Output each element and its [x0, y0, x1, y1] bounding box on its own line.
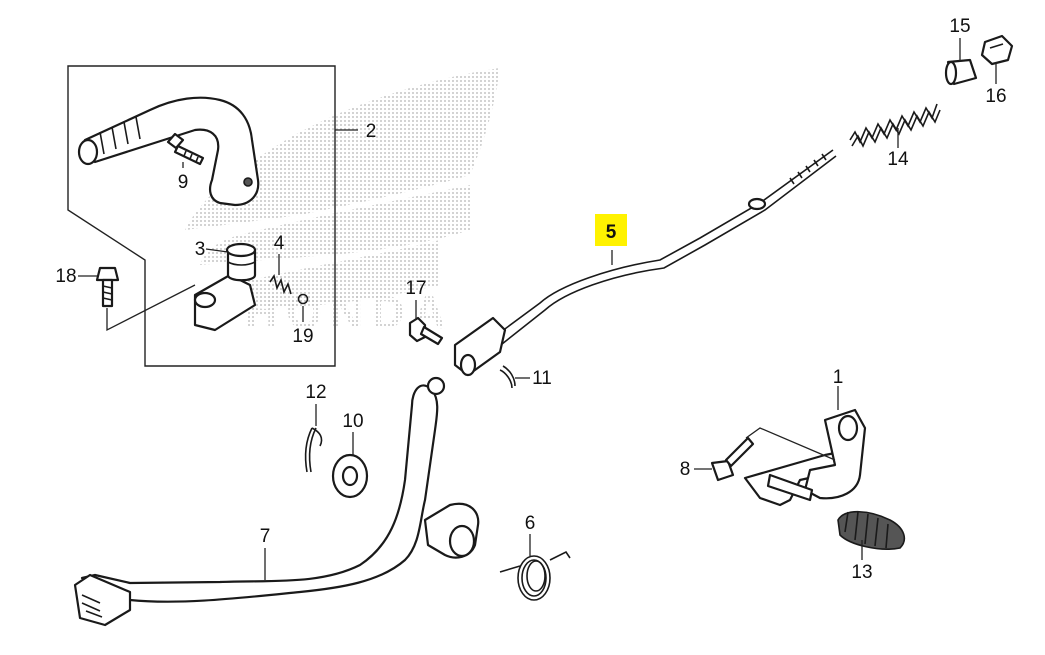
- oring-part-19: [297, 293, 309, 305]
- rubber-boot-part-13: [837, 510, 906, 550]
- callout-2: 2: [366, 121, 377, 142]
- callout-3: 3: [195, 239, 206, 260]
- callout-13: 13: [851, 562, 872, 583]
- callout-18: 18: [55, 266, 76, 287]
- joint-part-3: [193, 242, 257, 332]
- washer-part-10: [331, 453, 369, 499]
- pedal-arm-part: [77, 96, 260, 207]
- brake-pedal-part-7: [73, 376, 480, 627]
- highlight-box: [595, 214, 627, 246]
- shift-rod-part-5: [453, 149, 837, 377]
- callout-1: 1: [833, 367, 844, 388]
- callout-8: 8: [680, 459, 691, 480]
- callout-labels: 1 2 3 4 5 6 7 8 9 10 11 12 13 14 15 16 1…: [55, 16, 1006, 583]
- spring-part-14: [849, 103, 941, 148]
- callout-15: 15: [949, 16, 970, 37]
- callout-4: 4: [274, 233, 285, 254]
- bolt-part-8: [710, 427, 836, 482]
- callout-14: 14: [887, 149, 909, 170]
- pin-part-15: [944, 58, 978, 86]
- cotter-pin-11: [499, 365, 516, 389]
- callout-17: 17: [405, 278, 426, 299]
- bolt-9: [166, 132, 205, 166]
- leader-lines: [78, 38, 997, 580]
- callout-19: 19: [292, 326, 313, 347]
- callout-10: 10: [342, 411, 363, 432]
- subassembly-frame: [67, 65, 358, 367]
- callout-7: 7: [260, 526, 271, 547]
- shift-lever-part-1: [743, 408, 867, 507]
- callout-9: 9: [178, 172, 189, 193]
- spring-part-4: [269, 274, 292, 295]
- nut-part-16: [980, 34, 1014, 66]
- callout-11: 11: [532, 368, 552, 389]
- callout-16: 16: [985, 86, 1006, 107]
- callout-6: 6: [525, 513, 536, 534]
- bolt-18: [95, 266, 196, 332]
- callout-12: 12: [305, 382, 326, 403]
- clip-part-12: [304, 427, 323, 473]
- torsion-spring-part-6: [499, 550, 571, 601]
- bolt-17: [408, 316, 444, 346]
- callout-5: 5: [606, 222, 617, 243]
